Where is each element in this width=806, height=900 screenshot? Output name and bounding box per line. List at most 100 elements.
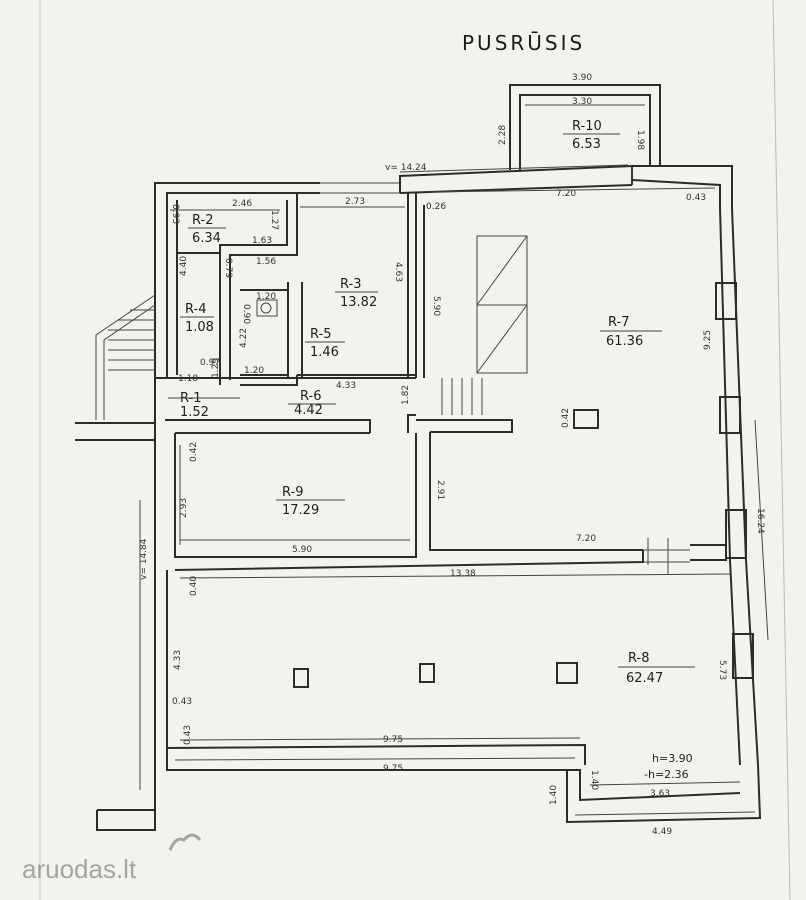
r9-top-wall-a	[165, 419, 371, 433]
plan-title: PUSRŪSIS	[462, 31, 585, 55]
dim-r5-top: 1.20	[256, 292, 276, 302]
right-inner-wall-lower	[729, 559, 741, 766]
dim-r2-left: 4.40	[179, 256, 189, 276]
r7-bottom-right-pier	[690, 544, 727, 561]
room-code: R-5	[310, 327, 331, 342]
watermark: aruodas.lt	[22, 833, 202, 884]
room-code: R-9	[282, 485, 303, 500]
dim-r8-c2: 0.43	[172, 697, 192, 707]
dim-r8-right: 5.73	[717, 660, 727, 680]
dim-r9-bottom: 5.90	[292, 545, 312, 555]
right-window-4	[732, 633, 754, 679]
r10-outer-wall	[509, 84, 661, 170]
dim-r8-c1: 0.40	[189, 576, 199, 596]
room-area: 13.82	[340, 295, 377, 310]
dim-r1-b: 1.18	[178, 374, 198, 384]
dim-r8-ext-outer: 4.49	[652, 827, 672, 837]
room-area: 1.08	[185, 320, 214, 335]
dim-r2-top: 2.46	[232, 199, 252, 209]
right-window-3	[725, 509, 747, 559]
r10-inner-wall	[519, 94, 651, 170]
dim-r8-inner-bottom: 9.75	[383, 735, 403, 745]
dimension-labels: v= 14.24 v= 14.84 16.24 3.90 3.30 2.28 1…	[139, 73, 765, 837]
dim-r8-step: 1.40	[549, 785, 559, 805]
dim-r8-outer-bottom: 9.75	[383, 764, 403, 774]
dim-r5-bottom: 1.20	[244, 366, 264, 376]
height-label: h=3.90	[652, 752, 693, 765]
room-code: R-10	[572, 119, 602, 134]
r3-left-wall	[229, 193, 298, 380]
dim-r2-corner: 0.93	[170, 204, 180, 224]
room-area: 62.47	[626, 671, 663, 686]
dim-r6-side: 1.82	[401, 385, 411, 405]
dim-r2-right: 1.27	[269, 210, 279, 230]
dim-r7-top: 7.20	[556, 189, 576, 199]
right-inner-wall-upper	[719, 207, 731, 561]
top-left-outer-wall	[154, 182, 320, 425]
left-staircase	[95, 294, 156, 420]
dim-r8-ext-inner: 3.63	[650, 789, 670, 799]
paper-right-edge	[772, 0, 791, 900]
dim-top-total: v= 14.24	[385, 163, 427, 173]
dim-r4-a: 1.56	[256, 257, 276, 267]
dim-r9-left: 2.93	[179, 498, 189, 518]
dim-left-total: v= 14.84	[139, 538, 149, 580]
right-window-1	[715, 282, 737, 320]
dim-r5-side: 0.90	[241, 304, 251, 324]
room-code: R-3	[340, 277, 361, 292]
room-code: R-4	[185, 302, 206, 317]
room-area: 4.42	[294, 403, 323, 418]
r7-column	[573, 409, 599, 429]
room-area: 1.46	[310, 345, 339, 360]
dim-r3-corner: 0.26	[426, 202, 446, 212]
top-right-corner-outer	[632, 165, 733, 208]
walls	[75, 84, 762, 831]
top-right-corner-inner	[631, 179, 721, 208]
room-code: R-2	[192, 213, 213, 228]
room-code: R-8	[628, 651, 649, 666]
neg-height-label: -h=2.36	[644, 768, 689, 781]
r8-bottom-inner	[166, 760, 741, 802]
dim-r10-right: 1.98	[635, 130, 645, 150]
r7-bottom-wall	[429, 432, 643, 551]
dim-r2-bottom: 1.63	[252, 236, 272, 246]
right-outer-wall-upper	[731, 207, 747, 561]
dim-r5-left: 4.22	[239, 328, 249, 348]
top-left-inner-wall	[166, 192, 320, 378]
right-window-2	[719, 396, 741, 434]
room-labels: R-2 6.34 R-3 13.82 R-4 1.08 R-5 1.46 R-1…	[168, 119, 695, 686]
dim-r10-outer: 3.90	[572, 73, 592, 83]
room-code: R-7	[608, 315, 629, 330]
dim-r9-right: 2.91	[435, 480, 445, 500]
dim-r9-corner: 0.42	[189, 442, 199, 462]
room-area: 1.52	[180, 405, 209, 420]
left-bottom-stub	[96, 809, 156, 831]
r8-column-2	[419, 663, 435, 683]
r2-bottom-wall	[177, 200, 288, 254]
r7-stair-diag-1	[476, 235, 528, 306]
dim-r3-top: 2.73	[345, 197, 365, 207]
dim-r6-len: 4.33	[336, 381, 356, 391]
dim-r1-a: 0.97	[200, 358, 220, 368]
dimension-lines	[139, 104, 769, 816]
dim-r4-b: 0.79	[223, 258, 233, 278]
r8-column-3	[556, 662, 578, 684]
dim-r7-left: 5.90	[431, 296, 441, 316]
room-area: 61.36	[606, 334, 643, 349]
watermark-house-icon	[168, 833, 202, 851]
dim-r10-left: 2.28	[498, 125, 508, 145]
dim-r7-right: 9.25	[703, 330, 713, 350]
room-code: R-6	[300, 389, 321, 404]
r9-door-post	[407, 414, 416, 433]
r8-bottom-outer	[566, 764, 762, 824]
r5-fixture-bowl	[260, 302, 272, 314]
room-area: 6.53	[572, 137, 601, 152]
dim-r7-col: 0.42	[561, 408, 571, 428]
dim-r8-top: 13.38	[450, 569, 476, 579]
dim-r8-step2: 1.40	[589, 770, 599, 790]
dim-r1-c: 1.29	[211, 358, 221, 378]
dim-corner: 0.43	[686, 193, 706, 203]
r7-steps	[441, 378, 483, 415]
